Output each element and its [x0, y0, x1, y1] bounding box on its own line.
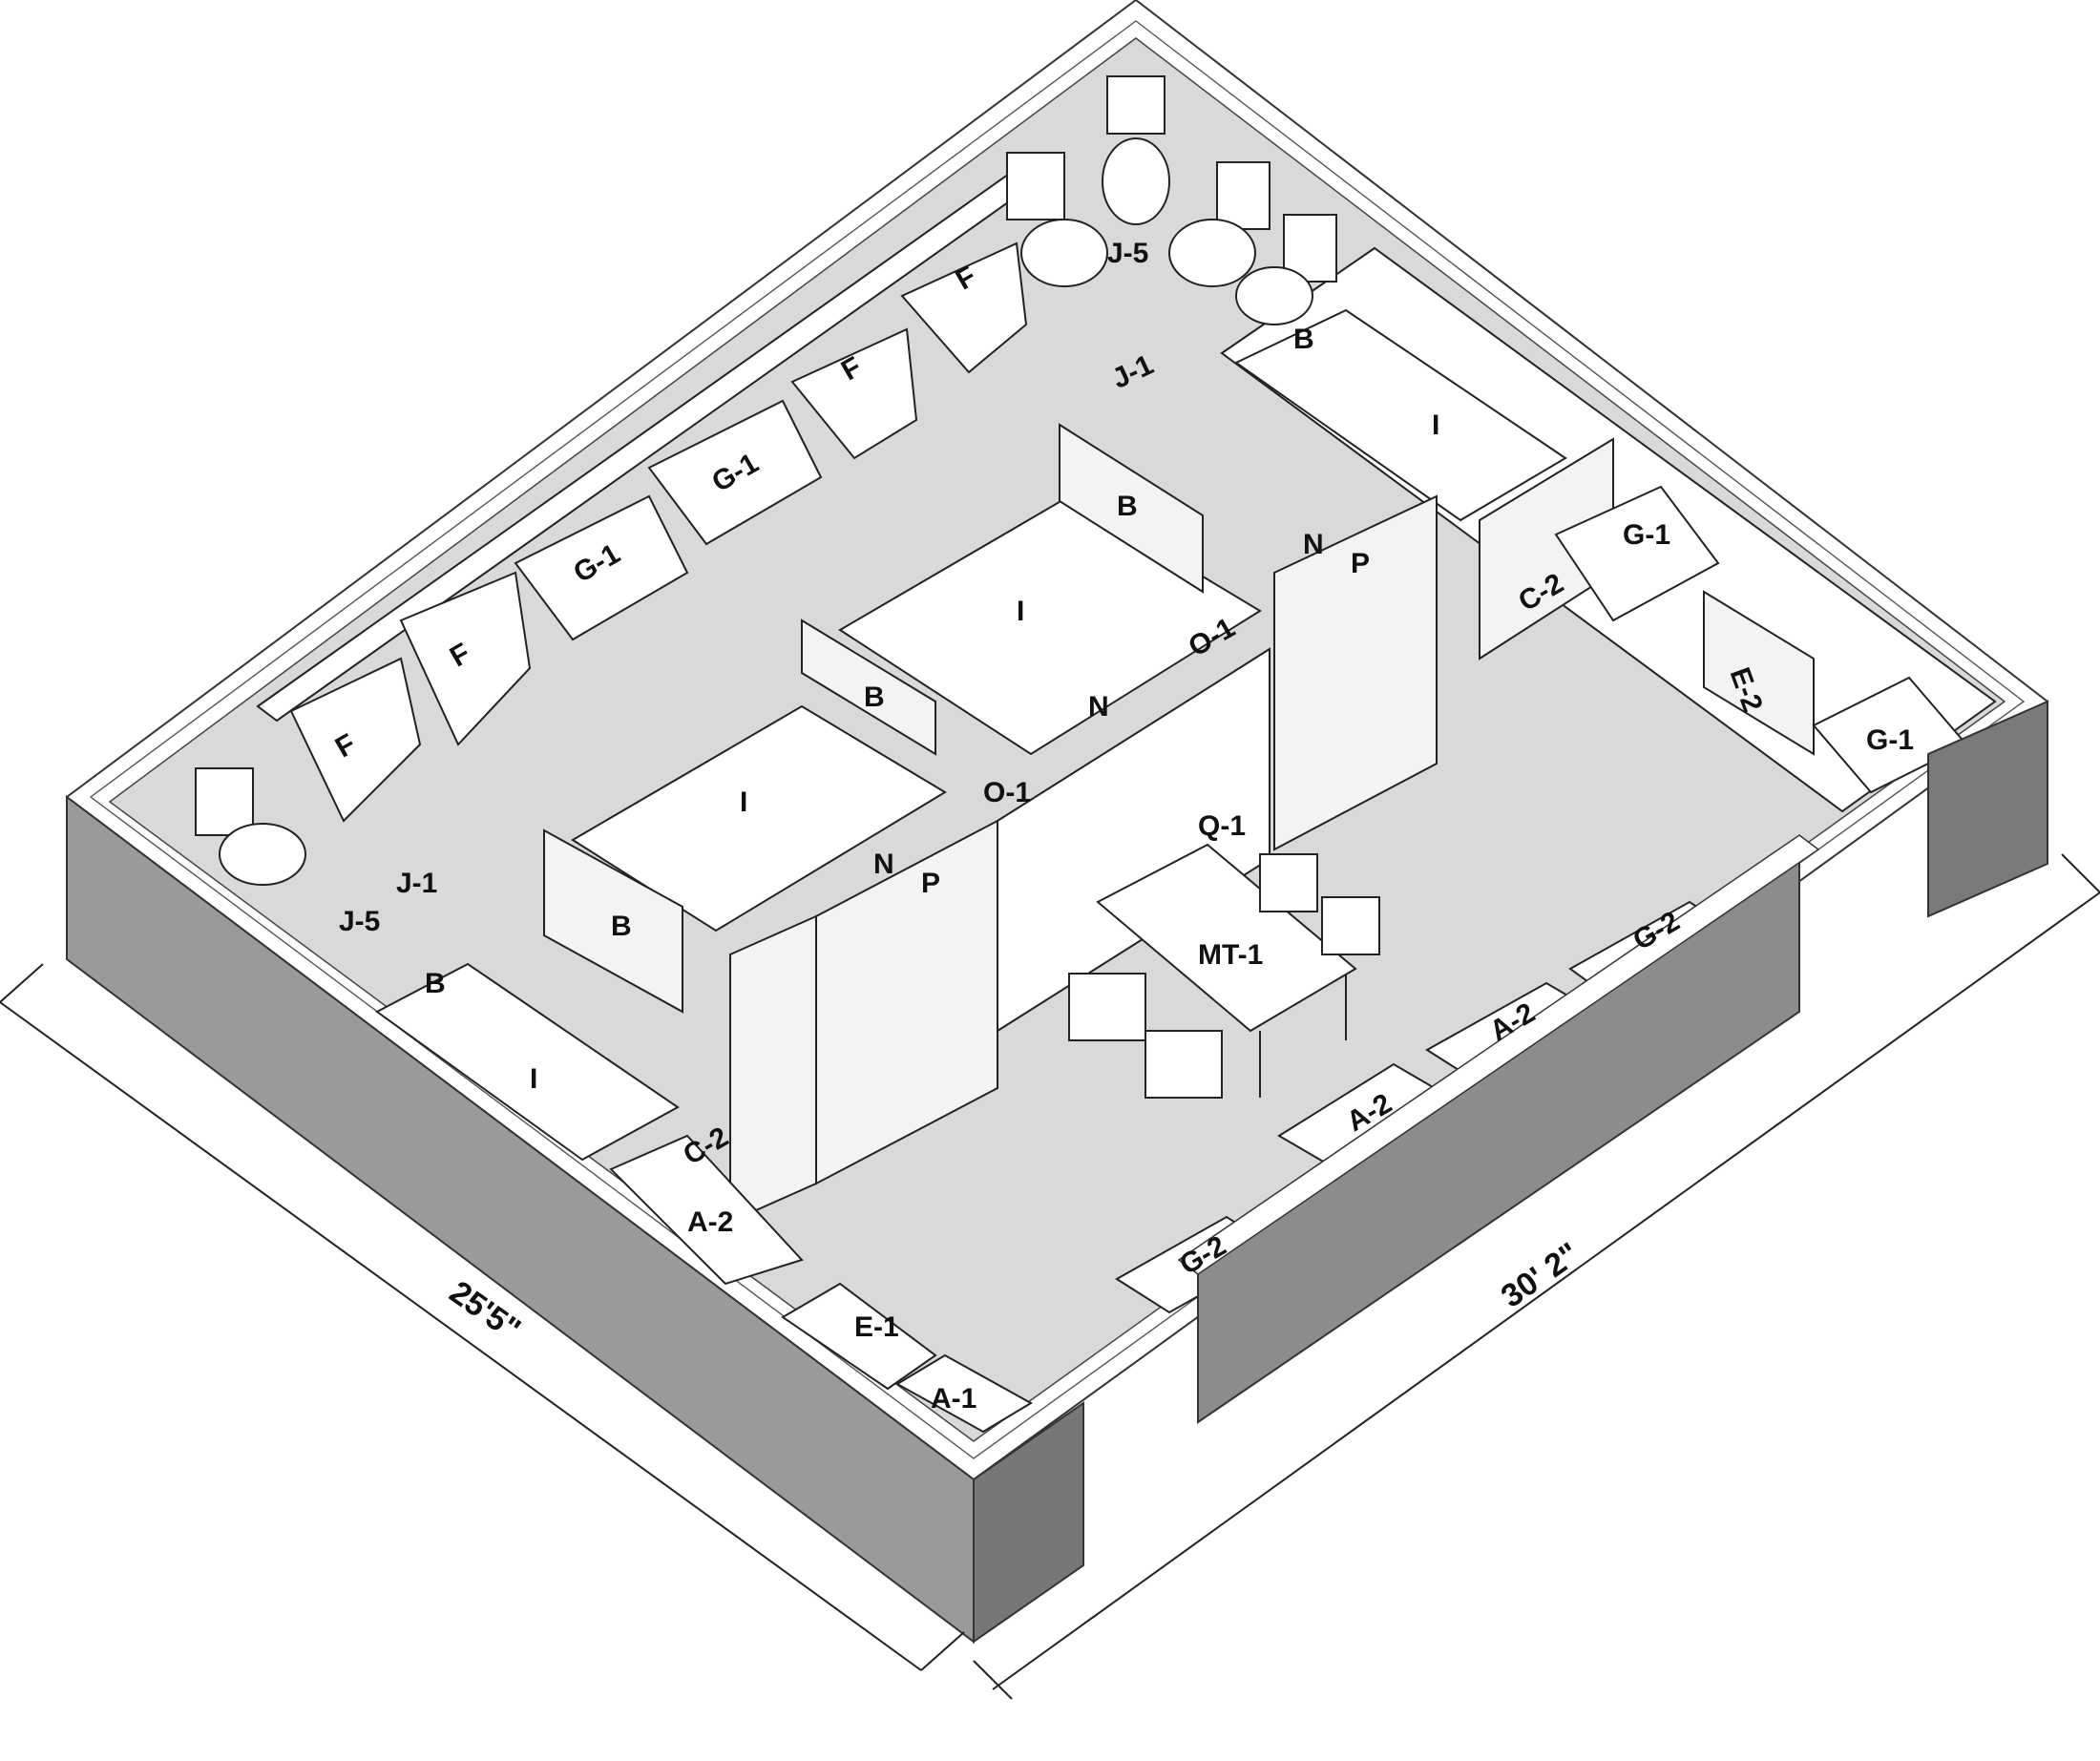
label-j1-left: J-1 — [396, 868, 437, 899]
vanity-g1-back1 — [647, 399, 823, 546]
vanity-a1 — [895, 1353, 1033, 1434]
vanity-g1-right1 — [1554, 485, 1720, 622]
label-i-center-top: I — [1017, 596, 1024, 627]
label-b-top-right: B — [1293, 324, 1314, 355]
label-i-center-low: I — [740, 786, 747, 818]
vanity-f-3 — [399, 571, 532, 746]
vanity-f-4 — [289, 657, 422, 823]
vanity-f-1 — [900, 241, 1028, 374]
chair-1 — [1068, 973, 1146, 1041]
label-n-top: N — [1303, 529, 1324, 560]
label-g1-right2: G-1 — [1866, 724, 1914, 756]
toilet-top-right1 — [1168, 161, 1270, 287]
front-right-wall-top — [1177, 834, 1820, 1275]
label-j5-left: J-5 — [339, 906, 380, 937]
front-left-wall-end — [973, 1401, 1084, 1644]
shower-top-right — [1234, 308, 1567, 522]
dimension-length-label: 30' 2" — [1495, 1236, 1586, 1315]
vanity-g1-back2 — [514, 494, 689, 641]
shelving-top-p — [1273, 494, 1438, 851]
cabinet-e2 — [1703, 590, 1815, 756]
label-i-top-right: I — [1432, 409, 1439, 441]
room-inner-outline — [89, 20, 2026, 1459]
toilet-left-corner — [195, 767, 306, 886]
chair-2 — [1144, 1030, 1223, 1099]
meeting-table-mt1 — [1096, 843, 1357, 1033]
label-p-top: P — [1351, 548, 1370, 579]
label-b-left: B — [425, 968, 446, 999]
label-a2-left: A-2 — [687, 1206, 733, 1238]
label-a1: A-1 — [931, 1383, 976, 1415]
shelving-front-left — [729, 914, 817, 1224]
chair-3 — [1259, 853, 1318, 912]
toilet-top-right2 — [1235, 214, 1337, 325]
vanity-f-2 — [790, 327, 918, 460]
label-n-center: N — [1088, 691, 1109, 723]
toilet-top-left — [1006, 152, 1108, 287]
dimension-width-line — [0, 963, 965, 1671]
shower-left — [375, 962, 680, 1162]
front-right-wall-end — [1927, 700, 2048, 918]
label-o1-center: O-1 — [983, 777, 1031, 808]
label-p-front: P — [921, 868, 940, 899]
toilet-top-center — [1102, 75, 1170, 225]
label-e1: E-1 — [854, 1311, 899, 1343]
island-left-b-panel — [543, 828, 683, 1014]
island-top-b-panel — [1059, 423, 1204, 594]
label-n-front: N — [873, 849, 894, 880]
label-b-left-island: B — [611, 911, 632, 942]
dimension-length-line — [973, 853, 2100, 1700]
label-b-center-top: B — [1117, 491, 1138, 522]
island-mid-b-panel — [801, 618, 936, 756]
chair-4 — [1321, 896, 1380, 955]
label-g1-right1: G-1 — [1623, 519, 1670, 551]
label-q1: Q-1 — [1198, 810, 1246, 842]
vanity-a2-left — [609, 1134, 804, 1286]
label-i-left: I — [530, 1063, 537, 1095]
label-mt1: MT-1 — [1198, 939, 1263, 971]
label-j5-top: J-5 — [1107, 238, 1148, 269]
label-b-center-mid: B — [864, 681, 885, 713]
counter-e1 — [781, 1282, 937, 1391]
